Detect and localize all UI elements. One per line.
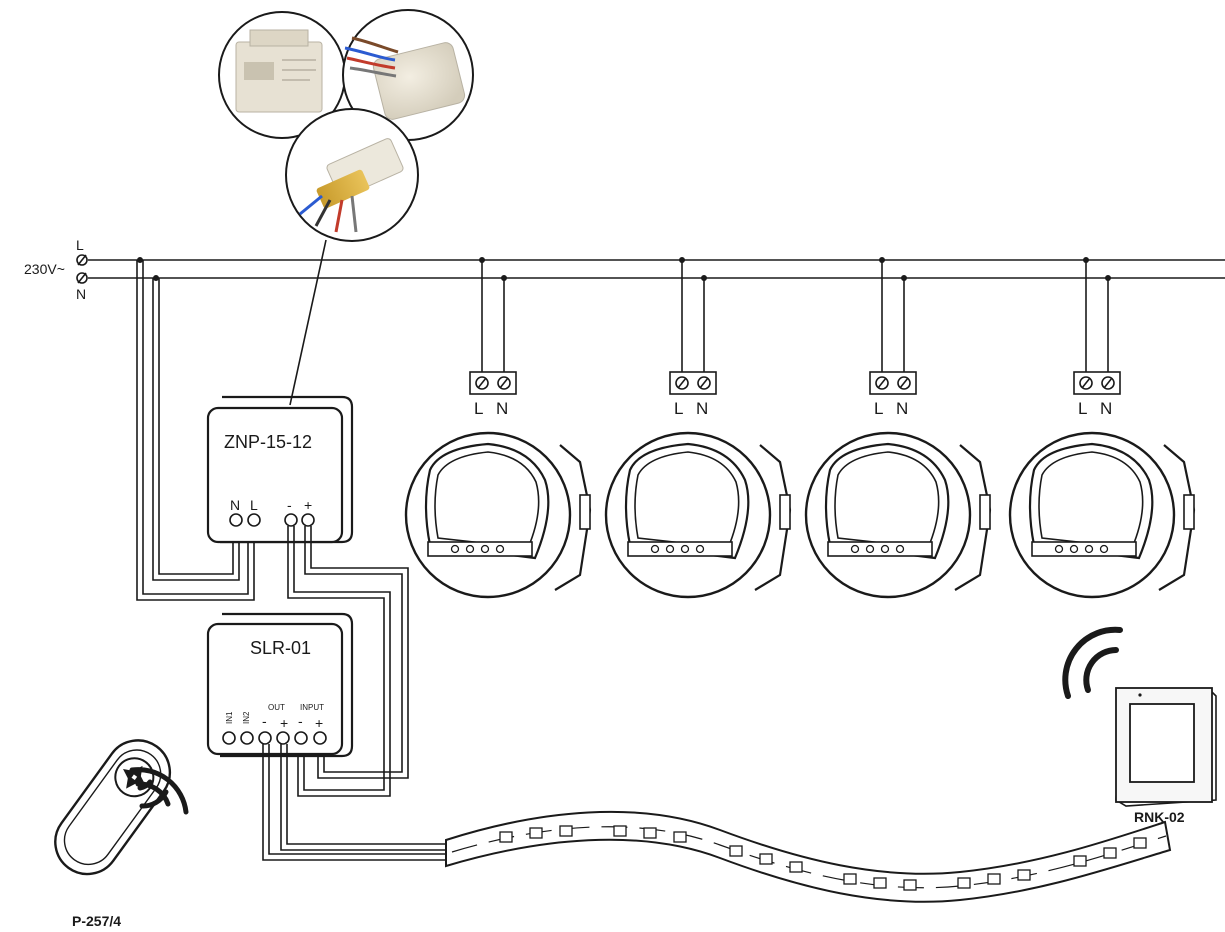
wiring-controller-to-strip <box>262 744 446 861</box>
led-chip <box>499 825 1147 891</box>
dimmer-photo <box>285 108 419 242</box>
luminaire-terminal-L: L <box>1078 399 1087 418</box>
power-supply-name: ZNP-15-12 <box>224 432 312 452</box>
power-supply-photo <box>218 11 346 139</box>
controller-module: SLR-01 OUT INPUT IN1 IN2 - + - + <box>206 612 354 758</box>
luminaire-terminal-N: N <box>896 399 908 418</box>
terminal-N <box>76 272 88 284</box>
psu-terminal-label: L <box>250 497 258 513</box>
wireless-signal-icon <box>1062 626 1123 699</box>
led-strip <box>445 810 1172 903</box>
supply-bus: L 230V~ N <box>24 237 1225 302</box>
neutral-label: N <box>76 286 86 302</box>
input-group-label: INPUT <box>300 703 324 712</box>
photo-bubbles <box>218 9 474 406</box>
controller-terminal-label: IN2 <box>242 711 251 724</box>
out-group-label: OUT <box>268 703 285 712</box>
controller-terminal-label: + <box>315 715 323 731</box>
power-supply-module: ZNP-15-12 N L - + <box>206 395 354 544</box>
luminaire-terminal-L: L <box>474 399 483 418</box>
wiring-mains-to-psu <box>136 260 255 601</box>
controller-name: SLR-01 <box>250 638 311 658</box>
psu-terminal-label: N <box>230 497 240 513</box>
terminal-L <box>76 254 88 266</box>
controller-terminal-label: - <box>262 713 267 729</box>
controller-terminal-label: IN1 <box>225 711 234 724</box>
luminaire-terminal-N: N <box>496 399 508 418</box>
luminaire-1: L N <box>404 257 592 599</box>
controller-photo <box>342 9 474 141</box>
voltage-label: 230V~ <box>24 261 65 277</box>
psu-terminal-label: + <box>304 497 312 513</box>
luminaire-2: L N <box>604 257 792 599</box>
wall-switch: RNK-02 <box>1062 626 1217 825</box>
wiring-psu-to-controller <box>287 526 409 797</box>
line-label: L <box>76 237 84 253</box>
luminaire-3: L N <box>804 257 992 599</box>
luminaire-4: L N <box>1008 257 1196 599</box>
luminaire-terminal-N: N <box>1100 399 1112 418</box>
photo-pointer-line <box>289 239 327 406</box>
controller-terminal-label: + <box>280 715 288 731</box>
luminaire-terminal-L: L <box>674 399 683 418</box>
luminaire-terminal-N: N <box>696 399 708 418</box>
wireless-signal-icon <box>129 767 189 815</box>
luminaire-terminal-L: L <box>874 399 883 418</box>
psu-terminal-label: - <box>287 497 292 513</box>
remote-label: P-257/4 <box>72 913 121 929</box>
remote-control: P-257/4 <box>54 739 189 929</box>
controller-terminal-label: - <box>298 713 303 729</box>
wall-switch-label: RNK-02 <box>1134 809 1185 825</box>
